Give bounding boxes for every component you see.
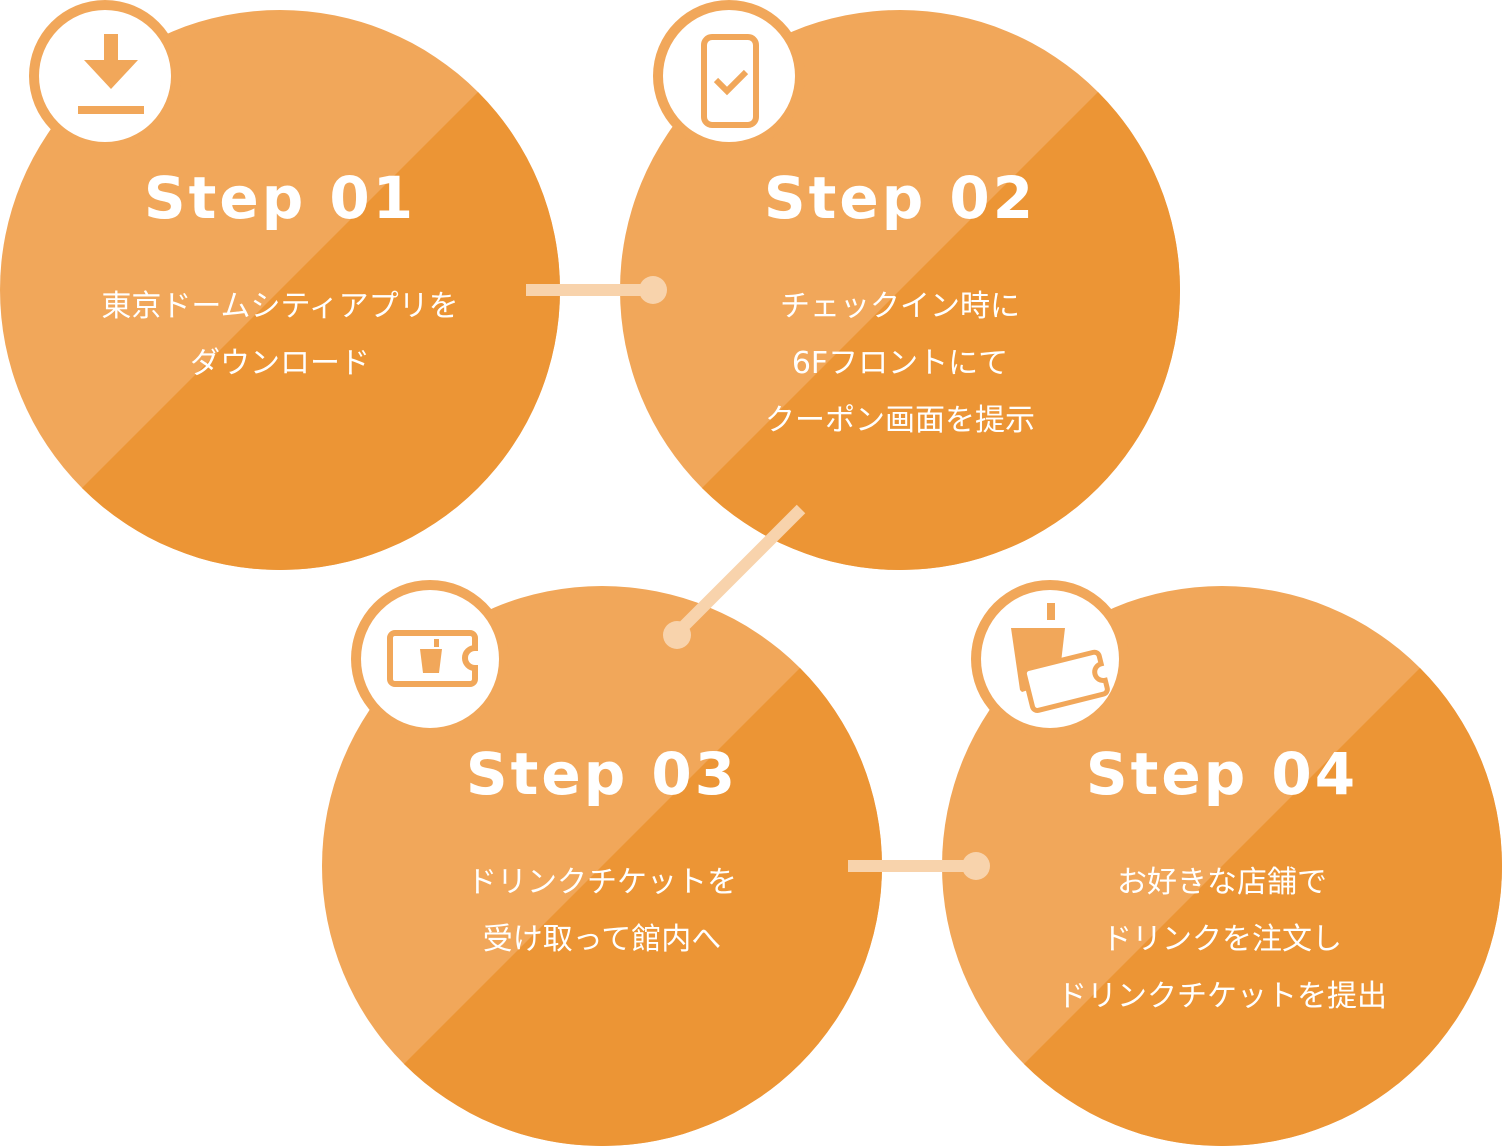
step-description-2: チェックイン時に 6Fフロントにて クーポン画面を提示 — [620, 278, 1180, 449]
step-description-line: ドリンクチケットを — [467, 865, 737, 900]
step-description-line: ドリンクを注文し — [1102, 922, 1342, 957]
connector-3-4 — [848, 852, 990, 880]
download-icon — [78, 34, 144, 114]
step-description-line: クーポン画面を提示 — [765, 403, 1035, 438]
step-title-3: Step 03 — [465, 740, 739, 808]
step-description-line: 東京ドームシティアプリを — [101, 289, 459, 324]
step-description-1: 東京ドームシティアプリを ダウンロード — [0, 278, 560, 392]
step-description-line: お好きな店舗で — [1117, 865, 1327, 900]
step-description-line: 受け取って館内へ — [482, 922, 722, 957]
step-badge-4 — [971, 580, 1129, 738]
step-description-line: ドリンクチケットを提出 — [1057, 979, 1387, 1014]
connector-1-2 — [526, 276, 667, 304]
step-circle-1 — [0, 10, 560, 570]
step-badge-2 — [653, 0, 805, 152]
smartphone-check-icon — [701, 34, 759, 128]
step-title-4: Step 04 — [1085, 740, 1359, 808]
step-description-3: ドリンクチケットを 受け取って館内へ — [322, 854, 882, 968]
step-title-2: Step 02 — [763, 164, 1037, 232]
step-circle-2 — [620, 10, 1180, 570]
step-badge-3 — [351, 580, 509, 738]
step-title-1: Step 01 — [143, 164, 417, 232]
step-description-line: 6Fフロントにて — [791, 346, 1009, 381]
step-description-line: チェックイン時に — [780, 289, 1020, 324]
connector-2-3 — [663, 504, 806, 649]
drink-ticket-icon — [387, 630, 478, 687]
step-badge-1 — [29, 0, 181, 152]
step-description-line: ダウンロード — [190, 346, 370, 381]
drink-and-ticket-icon — [1011, 603, 1110, 713]
step-description-4: お好きな店舗で ドリンクを注文し ドリンクチケットを提出 — [942, 854, 1502, 1025]
